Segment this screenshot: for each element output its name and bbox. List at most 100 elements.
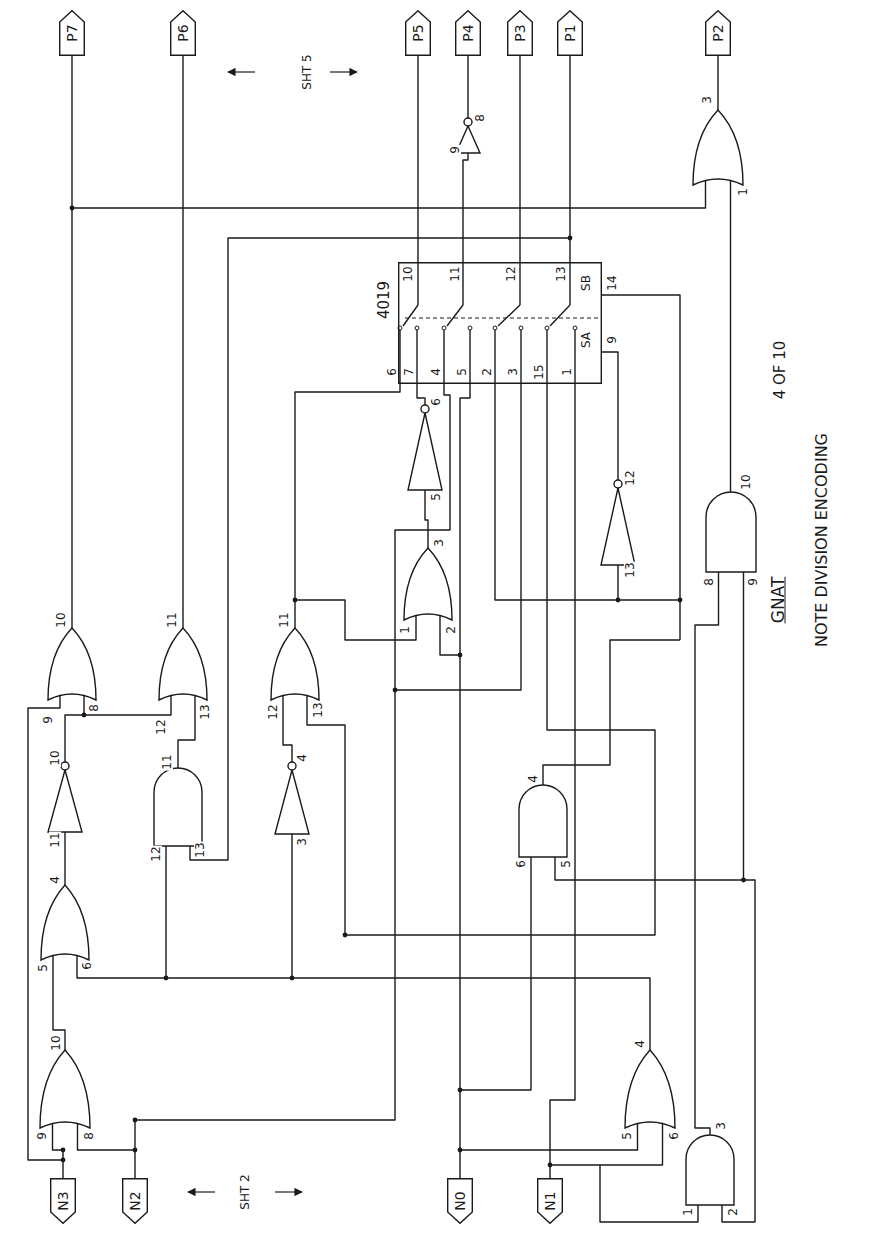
lead-line: [403, 305, 418, 326]
signal-name: P2: [711, 23, 725, 42]
and-gate: [519, 785, 567, 857]
pin-number: 4: [49, 875, 61, 885]
pin-number: 7: [403, 367, 415, 377]
switch-contact: [415, 326, 419, 330]
junction-dot: [458, 653, 463, 658]
pin-number: 2: [445, 625, 457, 635]
or-gate: [40, 1050, 90, 1128]
pin-number: 9: [747, 577, 759, 587]
flag-outline: [51, 1179, 76, 1224]
pin-number: 14: [606, 274, 618, 291]
and-gate: [706, 492, 756, 572]
lead-line: [52, 956, 53, 961]
connector-flag: P6: [170, 10, 196, 56]
lead-line: [498, 305, 520, 326]
sheet-caption: NOTE DIVISION ENCODING: [814, 433, 830, 647]
signal-name: N1: [543, 1190, 557, 1211]
wire: [135, 384, 450, 1120]
switch-contact: [493, 326, 497, 330]
and-gate: [686, 1135, 734, 1205]
sheet-title: GNAT: [770, 577, 787, 624]
lead-line: [76, 956, 77, 961]
lead-line: [447, 305, 463, 326]
junction-dot: [61, 1148, 66, 1153]
pin-number: 5: [37, 963, 49, 973]
pin-number: 10: [49, 749, 61, 766]
lead-line: [469, 328, 470, 384]
signal-wire: [569, 56, 570, 262]
connector-flag: N3: [50, 1178, 76, 1224]
pin-number: 13: [312, 701, 324, 718]
lead-line: [416, 328, 417, 384]
pin-number: 1: [399, 625, 411, 635]
inverter-bubble: [614, 480, 622, 488]
wire: [78, 1128, 136, 1150]
switch-contact: [519, 326, 523, 330]
connector-flag: N1: [537, 1178, 563, 1224]
pin-number: 10: [740, 473, 752, 490]
junction-dot: [133, 1118, 138, 1123]
flag-outline: [456, 11, 481, 56]
wire: [460, 384, 470, 1178]
switch-contact: [442, 326, 446, 330]
pin-number: 1: [737, 187, 749, 197]
pin-number: 3: [507, 367, 519, 377]
lead-line: [520, 328, 521, 384]
signal-name: N2: [128, 1190, 142, 1211]
pin-number: 8: [703, 577, 715, 587]
junction-dot: [458, 1088, 463, 1093]
pin-number: 12: [505, 265, 517, 282]
pin-number: 11: [49, 831, 61, 848]
pin-number: 3: [701, 95, 713, 105]
pin-number: 4: [296, 753, 308, 763]
pin-number: 12: [267, 703, 279, 720]
pin-number: 10: [50, 1034, 62, 1051]
junction-dot: [548, 1163, 553, 1168]
or-gate: [693, 110, 743, 185]
junction-dot: [741, 878, 746, 883]
connector-flag: P3: [507, 10, 533, 56]
wire: [295, 600, 416, 640]
wire: [695, 572, 719, 1135]
pin-number: 6: [515, 859, 527, 869]
pin-number: 11: [278, 611, 290, 628]
pin-number: 6: [386, 367, 398, 377]
switch-contact: [545, 326, 549, 330]
lead-line: [439, 616, 440, 621]
connector-flag: P2: [705, 10, 731, 56]
lead-line: [574, 328, 575, 384]
pin-number: 6: [430, 397, 442, 407]
pin-number: 11: [166, 611, 178, 628]
wire: [730, 185, 731, 492]
lead-line: [637, 1124, 638, 1129]
junction-dot: [616, 598, 621, 603]
lead-line: [83, 696, 84, 701]
wire: [600, 1165, 698, 1222]
wire: [182, 56, 183, 628]
pin-number: 9: [606, 335, 618, 345]
sheet-arrow: [188, 1191, 215, 1192]
sheet-note: SHT 2: [239, 1173, 251, 1210]
flag-outline: [448, 1179, 473, 1224]
lead-line: [194, 696, 195, 701]
lead-line: [415, 616, 416, 621]
signal-name: N0: [453, 1190, 467, 1211]
sheet-note: SHT 5: [301, 53, 313, 90]
lead-line: [662, 1124, 663, 1129]
pin-number: 3: [296, 837, 308, 847]
or-gate: [404, 548, 452, 620]
wire: [550, 1128, 663, 1165]
ic-outline: [399, 263, 602, 384]
pin-number: 12: [624, 469, 636, 486]
node-outline: [398, 262, 602, 384]
inverter-bubble: [61, 762, 69, 770]
pin-number: 4: [634, 1039, 646, 1049]
wire: [53, 1128, 64, 1150]
pin-number: 8: [474, 113, 486, 123]
or-gate: [159, 628, 207, 700]
pin-number: 5: [560, 859, 572, 869]
junction-dot: [293, 598, 298, 603]
lead-line: [550, 305, 570, 326]
or-gate: [41, 885, 89, 960]
wire: [395, 384, 521, 690]
